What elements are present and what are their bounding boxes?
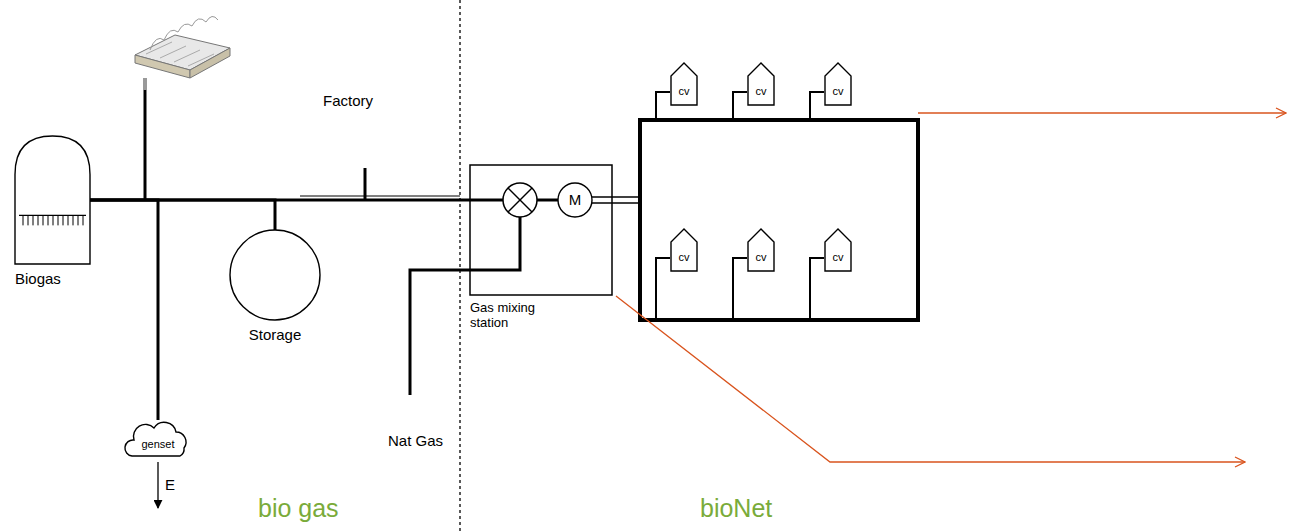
node-label: Biogas [15,270,61,287]
biogas-digester-outline [15,136,90,264]
genset-cloud: genset [122,420,194,462]
digester-hatch [83,215,84,225]
house-node-outline [824,62,852,106]
house-node: cv [670,62,698,106]
house-node-outline [748,229,774,271]
house-node-outline [670,62,698,106]
digester-hatch [28,215,29,225]
mixing-station-box-outline [470,165,612,295]
callout-arrow [918,112,1286,113]
node-label: Storage [249,326,302,343]
node-label: cv [747,242,775,272]
supply-pipe [144,90,147,200]
station-inlet-pipe [470,199,503,202]
node-label: Gas mixing station [470,301,565,331]
pipe-connector [90,200,275,230]
digester-hatch [48,215,49,225]
biogas-digester-outline [15,136,90,264]
node-label: genset [122,426,194,462]
house-node-outline [825,229,851,271]
node-label: cv [670,242,698,272]
pipe-connector [90,199,470,202]
energy-label: E [165,476,175,493]
house-service-lines [656,92,824,320]
region-label: bio gas [258,494,339,523]
digester-hatch [58,215,59,225]
node-label: cv [824,242,852,272]
node-label: cv [670,76,698,106]
digester-hatch [38,215,39,225]
house-node: cv [747,228,775,272]
digester-hatch [33,215,34,225]
node-label: cv [747,76,775,106]
mixing-station-box: Gas mixing stationM [470,165,612,295]
network-feed-pipe [592,202,640,203]
network-feed-pipe [592,196,640,197]
digester-hatch [73,215,74,225]
storage-tank: Storage [230,230,320,320]
meter-circle: M [558,183,592,217]
digester-hatch [78,215,79,225]
factory-illustration [135,16,230,90]
mixing-station-box-outline [470,165,612,295]
electricity-arrow [157,462,158,508]
storage-tank-outline [230,230,320,320]
house-node-outline [825,63,851,105]
biogas-digester: Biogas [15,136,90,264]
pipe-label: Factory [323,92,373,109]
house-node-outline [670,228,698,272]
mixing-valve-symbol [503,183,537,217]
meter-circle-outline [558,183,592,217]
region-divider [459,0,460,531]
pipe-label: Nat Gas [388,432,443,449]
digester-hatch [68,215,69,225]
house-node-outline [824,228,852,272]
region-label: bioNet [700,494,772,523]
node-label: cv [824,76,852,106]
node-label: M [558,183,592,217]
digester-hatch [53,215,54,225]
digester-hatch [43,215,44,225]
digester-hatch [23,215,24,225]
house-node-outline [671,229,697,271]
house-node: cv [747,62,775,106]
house-node-outline [748,63,774,105]
house-node: cv [824,62,852,106]
storage-tank-outline [230,230,320,320]
valve-to-meter-pipe [537,199,558,202]
house-node-outline [747,62,775,106]
gas-network-ring [640,120,918,320]
house-node: cv [670,228,698,272]
callout-arrow [616,296,1245,462]
house-node-outline [671,63,697,105]
house-node-outline [747,228,775,272]
pipe-connector [90,200,158,420]
main-pipe-wall [300,196,460,197]
digester-hatch [63,215,64,225]
house-node: cv [824,228,852,272]
factory-pipe [364,168,367,200]
